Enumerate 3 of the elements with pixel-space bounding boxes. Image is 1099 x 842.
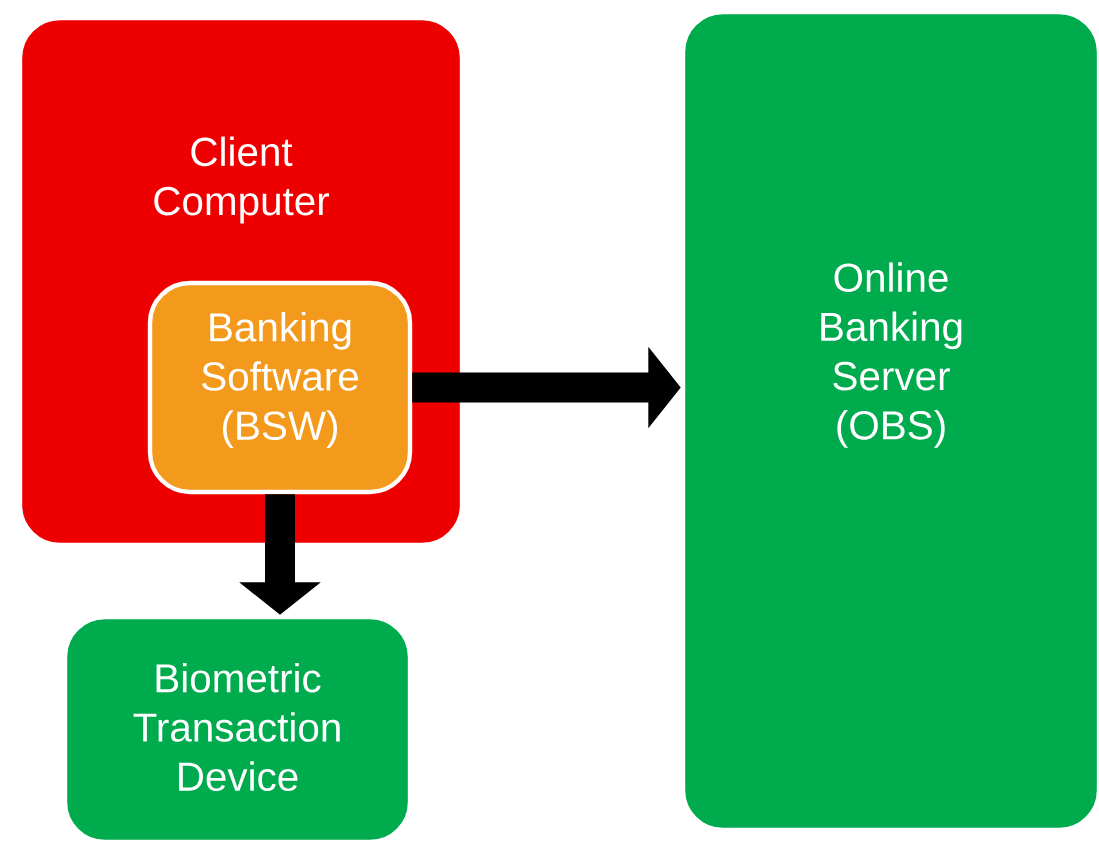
device-box: Biometric Transaction Device xyxy=(62,614,413,842)
server-box: Online Banking Server (OBS) xyxy=(680,9,1099,833)
software-box: Banking Software (BSW) xyxy=(147,280,413,495)
